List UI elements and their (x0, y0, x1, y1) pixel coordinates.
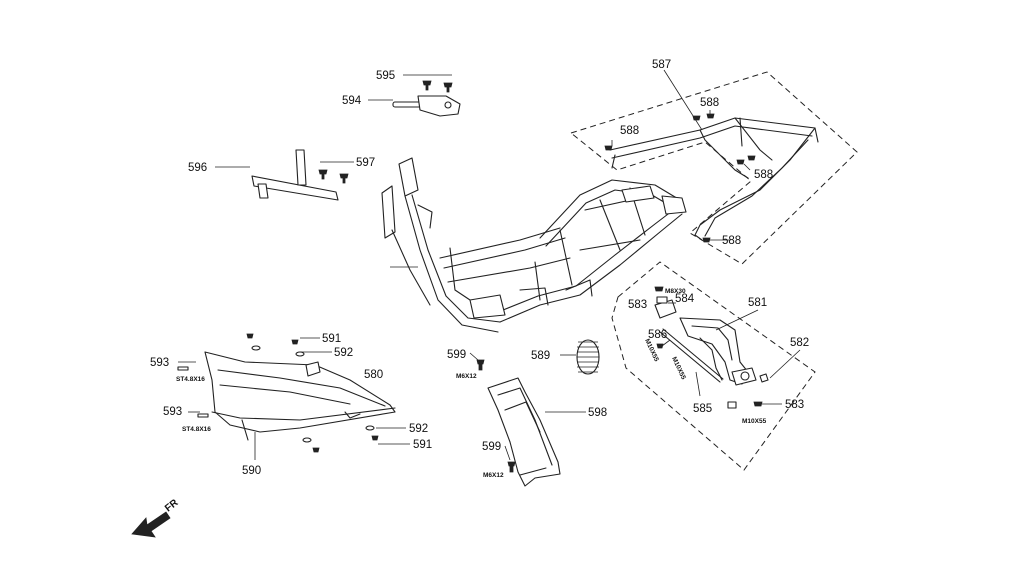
label-588-b: 588 (620, 125, 639, 137)
label-585: 585 (693, 403, 712, 415)
label-583-top: 583 (628, 299, 647, 311)
fasteners (177, 80, 769, 473)
label-595: 595 (376, 70, 395, 82)
spec-m10x55-small: M10X55 (643, 338, 660, 363)
label-586: 586 (648, 329, 667, 341)
spec-m10x55-long: M10X55 (670, 356, 687, 381)
engine-hanger (654, 299, 757, 386)
spec-m6x12-top: M6X12 (456, 373, 477, 380)
front-direction-arrow: FR (131, 497, 181, 538)
label-583-bottom: 583 (785, 399, 804, 411)
group-box-587 (569, 71, 858, 265)
label-589: 589 (531, 350, 550, 362)
label-580: 580 (364, 369, 383, 381)
spec-m8x30: M8X30 (665, 288, 686, 295)
spec-st4-8x16-bottom: ST4.8X16 (182, 426, 211, 433)
label-592-top: 592 (334, 347, 353, 359)
label-581: 581 (748, 297, 767, 309)
roller-589 (576, 339, 600, 375)
label-591-bottom: 591 (413, 439, 432, 451)
side-bracket (487, 377, 561, 487)
label-596: 596 (188, 162, 207, 174)
center-stand (204, 351, 396, 441)
label-590: 590 (242, 465, 261, 477)
bolt-and-plate (392, 95, 461, 117)
main-frame (381, 157, 687, 333)
label-588-d: 588 (722, 235, 741, 247)
leader-lines (178, 69, 801, 461)
seat-rail-assembly (609, 117, 819, 241)
group-box-581 (611, 261, 816, 471)
label-599-top: 599 (447, 349, 466, 361)
label-593-bottom: 593 (163, 406, 182, 418)
label-592-bottom: 592 (409, 423, 428, 435)
label-588-a: 588 (700, 97, 719, 109)
label-584: 584 (675, 293, 695, 305)
label-594: 594 (342, 95, 362, 107)
label-588-c: 588 (754, 169, 773, 181)
label-587: 587 (652, 59, 671, 71)
label-598: 598 (588, 407, 607, 419)
label-582: 582 (790, 337, 809, 349)
label-593-top: 593 (150, 357, 169, 369)
label-599-bottom: 599 (482, 441, 501, 453)
footrest-bar (251, 149, 339, 201)
label-597: 597 (356, 157, 375, 169)
spec-m6x12-bottom: M6X12 (483, 472, 504, 479)
part-numbers: 580 581 582 583 583 584 585 586 587 588 … (150, 59, 809, 477)
label-591-top: 591 (322, 333, 341, 345)
spec-m10x55-bottom: M10X55 (742, 418, 767, 425)
spec-st4-8x16-top: ST4.8X16 (176, 376, 205, 383)
